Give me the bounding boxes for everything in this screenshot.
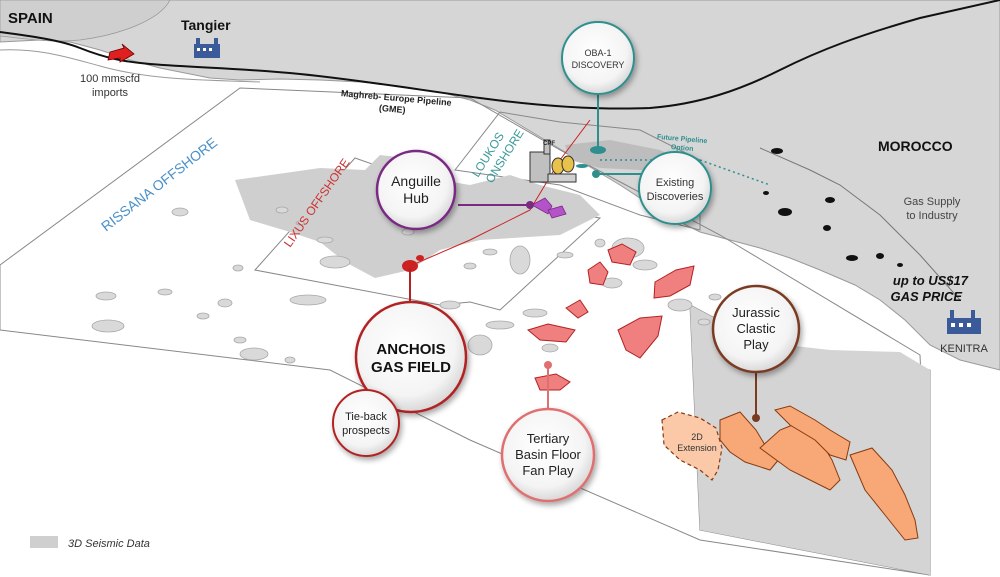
anguille-hub-dot	[526, 201, 534, 209]
existing-discoveries-markers	[576, 146, 606, 178]
oba1-label-2: DISCOVERY	[572, 60, 625, 70]
tieback-label-1: Tie-back	[345, 411, 387, 423]
gas-supply-pipeline	[759, 147, 961, 301]
tertiary-label-2: Basin Floor	[515, 447, 581, 462]
label-imports-1: 100 mmscfd	[80, 73, 140, 85]
oba1-label-1: OBA-1	[584, 48, 611, 58]
tertiary-fan-play-callout[interactable]: Tertiary Basin Floor Fan Play	[500, 407, 596, 503]
label-gas-price-2: GAS PRICE	[890, 289, 962, 304]
legend: 3D Seismic Data	[30, 536, 150, 550]
jurassic-label-2: Clastic	[736, 321, 776, 336]
factory-icon	[194, 38, 220, 58]
tertiary-label-1: Tertiary	[527, 431, 570, 446]
legend-swatch-seismic	[30, 536, 58, 548]
label-gas-supply-2: to Industry	[906, 210, 958, 222]
anchois-export-line	[409, 119, 591, 267]
jurassic-clastic-play-callout[interactable]: Jurassic Clastic Play	[711, 284, 801, 374]
anguille-hub-callout[interactable]: Anguille Hub	[375, 149, 457, 231]
label-spain: SPAIN	[8, 10, 53, 27]
anchois-label-1: ANCHOIS	[376, 341, 445, 358]
processing-plant-icon	[529, 139, 577, 183]
label-cpf: CPF	[543, 141, 555, 147]
factory-icon	[947, 310, 981, 334]
existing-label-2: Discoveries	[647, 191, 704, 203]
jurassic-dot	[752, 414, 760, 422]
land-mass	[0, 0, 1000, 371]
label-extension-2: Extension	[677, 443, 717, 453]
label-tangier: Tangier	[181, 17, 231, 33]
anguille-discoveries	[531, 197, 567, 219]
label-gas-supply-1: Gas Supply	[904, 196, 961, 208]
existing-discoveries-callout[interactable]: Existing Discoveries	[638, 151, 712, 225]
label-rissana-offshore: RISSANA OFFSHORE	[98, 134, 220, 234]
label-gas-price-1: up to US$17	[893, 273, 969, 288]
label-morocco: MOROCCO	[878, 138, 953, 154]
land-spain	[0, 0, 171, 42]
future-pipeline-option	[600, 159, 771, 186]
onshore-gas-fields	[763, 148, 903, 267]
jurassic-label-3: Play	[743, 337, 769, 352]
label-gme-2: (GME)	[379, 103, 406, 115]
jurassic-prospects	[719, 405, 919, 541]
label-kenitra: KENITRA	[940, 343, 988, 355]
anchois-label-2: GAS FIELD	[371, 359, 451, 376]
tieback-prospects-callout[interactable]: Tie-back prospects	[332, 389, 400, 457]
leads-grey	[91, 206, 722, 364]
coastline-north	[0, 49, 261, 83]
tertiary-label-3: Fan Play	[522, 463, 574, 478]
existing-label-1: Existing	[656, 177, 695, 189]
anguille-label-2: Hub	[403, 190, 429, 206]
import-arrow-icon	[107, 43, 135, 63]
extension-2d-outline	[661, 411, 723, 481]
jurassic-label-1: Jurassic	[732, 305, 780, 320]
tertiary-dot	[544, 361, 552, 369]
label-imports-2: imports	[92, 87, 129, 99]
label-future-pipeline-2: Option	[671, 144, 694, 153]
legend-label-seismic: 3D Seismic Data	[68, 538, 150, 550]
label-extension-1: 2D	[691, 432, 703, 442]
anchois-gas-field-callout[interactable]: ANCHOIS GAS FIELD	[354, 300, 468, 414]
tertiary-fan-prospects	[526, 243, 695, 391]
label-future-pipeline-1: Future Pipeline	[657, 134, 708, 145]
anguille-label-1: Anguille	[391, 173, 441, 189]
tieback-label-2: prospects	[342, 425, 390, 437]
oba1-discovery-callout[interactable]: OBA-1 DISCOVERY	[561, 21, 635, 95]
